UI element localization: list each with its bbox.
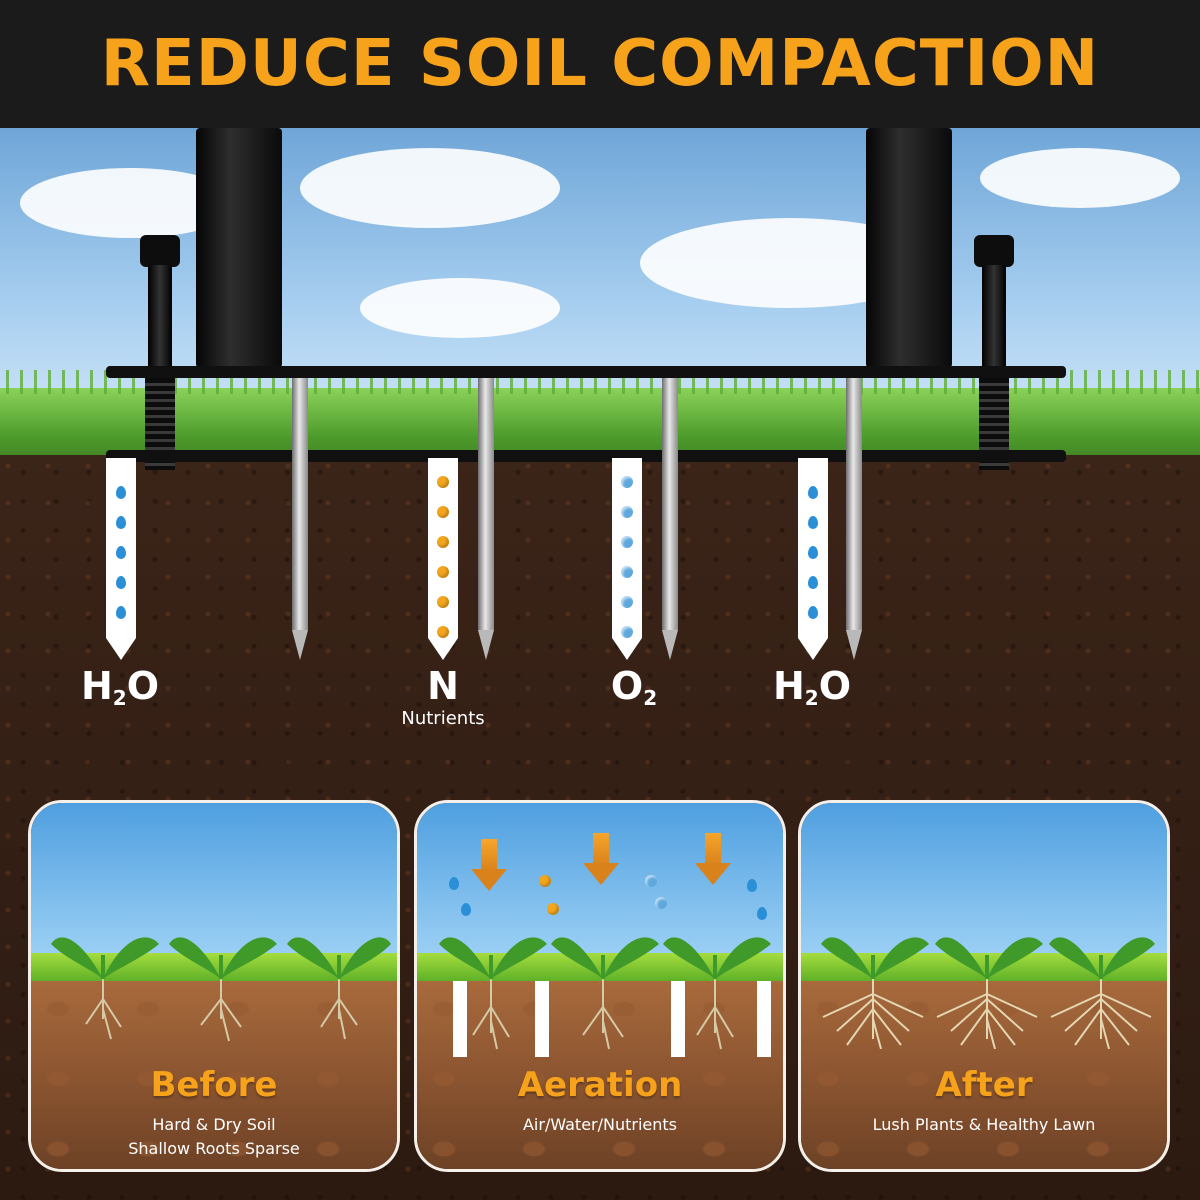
panel-aeration: Aeration Air/Water/Nutrients xyxy=(414,800,786,1172)
panel-before: Before Hard & Dry Soil Shallow Roots Spa… xyxy=(28,800,400,1172)
page-title: REDUCE SOIL COMPACTION xyxy=(100,27,1100,101)
water-drop-icon xyxy=(449,877,459,890)
spike-tip xyxy=(292,630,308,660)
aeration-hole-oxygen xyxy=(612,458,642,638)
oxygen-bubble-icon xyxy=(621,536,633,548)
mini-aeration-hole xyxy=(757,981,771,1057)
hole-tip xyxy=(428,638,458,660)
water-drop-icon xyxy=(461,903,471,916)
bolt-head-left xyxy=(140,235,180,267)
mini-aeration-hole xyxy=(453,981,467,1057)
water-drop-icon xyxy=(757,907,767,920)
nutrient-dot-icon xyxy=(437,506,449,518)
oxygen-bubble-icon xyxy=(645,875,657,887)
aeration-hole-nutrients xyxy=(428,458,458,638)
oxygen-bubble-icon xyxy=(655,897,667,909)
cloud xyxy=(980,148,1180,208)
mini-aeration-hole xyxy=(671,981,685,1057)
water-drop-icon xyxy=(808,606,818,619)
nutrient-dot-icon xyxy=(437,536,449,548)
header-bar: REDUCE SOIL COMPACTION xyxy=(0,0,1200,128)
panel-sky xyxy=(801,803,1167,963)
label-nitrogen: N xyxy=(427,664,459,708)
nutrient-dot-icon xyxy=(437,476,449,488)
nutrient-dot-icon xyxy=(437,596,449,608)
label-h2o-right: H2O xyxy=(772,664,852,710)
panel-desc-line1: Air/Water/Nutrients xyxy=(522,1115,678,1134)
water-drop-icon xyxy=(808,546,818,559)
label-nutrients: Nutrients xyxy=(401,708,485,729)
seedling-icon xyxy=(51,937,391,1042)
oxygen-bubble-icon xyxy=(621,566,633,578)
panel-after: After Lush Plants & Healthy Lawn xyxy=(798,800,1170,1172)
water-drop-icon xyxy=(116,546,126,559)
nutrient-dot-icon xyxy=(437,626,449,638)
panel-title: After xyxy=(935,1065,1033,1105)
nutrient-dot-icon xyxy=(547,903,559,915)
tool-frame-bar-top xyxy=(106,366,1066,378)
oxygen-bubble-icon xyxy=(621,596,633,608)
nutrient-dot-icon xyxy=(437,566,449,578)
panel-title: Aeration xyxy=(517,1065,683,1105)
mini-aeration-hole xyxy=(535,981,549,1057)
tool-post-left xyxy=(196,128,282,368)
aeration-hole-water xyxy=(798,458,828,638)
panel-title: Before xyxy=(150,1065,278,1105)
spike xyxy=(846,378,862,630)
panel-sky xyxy=(31,803,397,963)
water-drop-icon xyxy=(808,576,818,589)
oxygen-bubble-icon xyxy=(621,506,633,518)
spike-tip xyxy=(662,630,678,660)
cloud xyxy=(300,148,560,228)
label-h2o-left: H2O xyxy=(80,664,160,710)
panel-soil xyxy=(31,981,397,1169)
hole-tip xyxy=(798,638,828,660)
spike xyxy=(478,378,494,630)
seedling-icon xyxy=(439,937,771,1050)
panel-desc-line1: Hard & Dry Soil xyxy=(152,1115,276,1134)
bolt-shaft-left xyxy=(148,265,172,370)
nutrient-dot-icon xyxy=(539,875,551,887)
down-arrow-icon xyxy=(471,839,507,891)
water-drop-icon xyxy=(116,516,126,529)
oxygen-bubble-icon xyxy=(621,476,633,488)
water-drop-icon xyxy=(116,576,126,589)
bolt-shaft-right xyxy=(982,265,1006,370)
label-oxygen: O2 xyxy=(610,664,658,710)
down-arrow-icon xyxy=(583,833,619,885)
bolt-head-right xyxy=(974,235,1014,267)
water-drop-icon xyxy=(116,606,126,619)
tool-frame-bar-bottom xyxy=(106,450,1066,462)
water-drop-icon xyxy=(747,879,757,892)
hole-tip xyxy=(612,638,642,660)
spike xyxy=(662,378,678,630)
water-drop-icon xyxy=(808,486,818,499)
aeration-hole-water xyxy=(106,458,136,638)
oxygen-bubble-icon xyxy=(621,626,633,638)
spike xyxy=(292,378,308,630)
water-drop-icon xyxy=(808,516,818,529)
spike-tip xyxy=(478,630,494,660)
hole-tip xyxy=(106,638,136,660)
panel-desc-line1: Lush Plants & Healthy Lawn xyxy=(872,1115,1096,1134)
seedling-icon xyxy=(821,937,1155,1049)
spike-tip xyxy=(846,630,862,660)
panel-desc-line2: Shallow Roots Sparse xyxy=(128,1139,300,1158)
tool-post-right xyxy=(866,128,952,368)
down-arrow-icon xyxy=(695,833,731,885)
cloud xyxy=(360,278,560,338)
water-drop-icon xyxy=(116,486,126,499)
